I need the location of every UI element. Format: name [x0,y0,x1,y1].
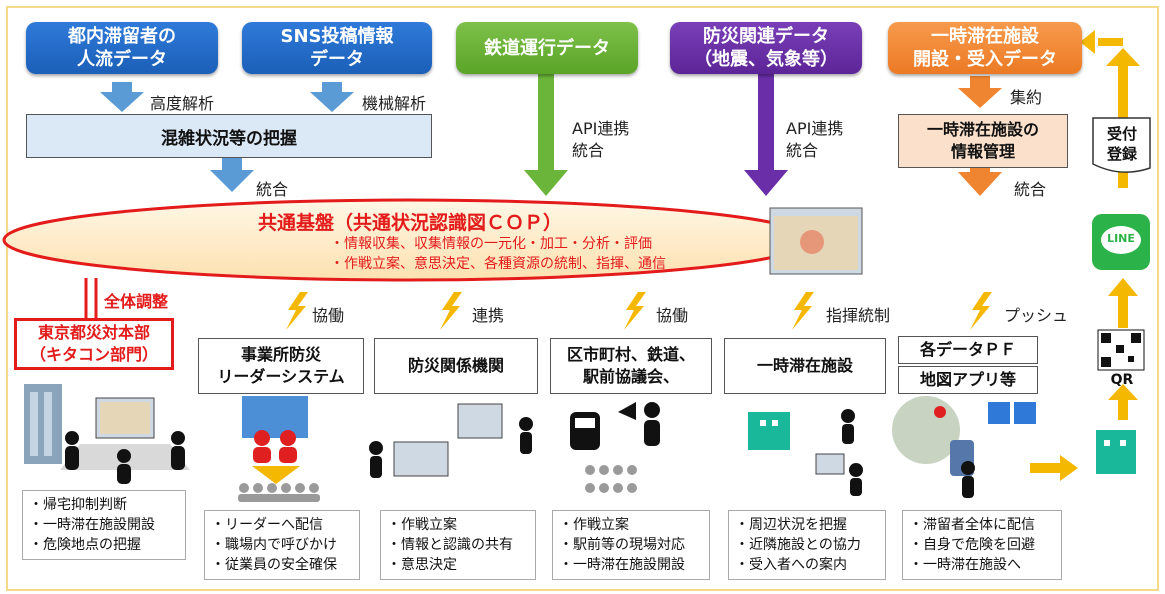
api-rail-line2: 統合 [572,141,605,160]
datapf-bullet-1: ・滞留者全体に配信 [909,517,1035,533]
reception-line2: 登録 [1106,145,1137,163]
api-rail-line1: API連携 [572,119,630,138]
facility-bullet-2: ・近隣施設との協力 [735,537,861,553]
link-label-5: プッシュ [1004,306,1069,325]
overall-coordination-label: 全体調整 [104,292,169,311]
business-bullet-1: ・リーダーへ配信 [211,517,323,533]
source-sns-line1: SNS投稿情報 [280,26,394,47]
source-rail: 鉄道運行データ [456,22,638,74]
panel-facility-line1: 一時滞在施設 [756,356,853,375]
panel-temporary-facility: 一時滞在施設 [724,338,886,394]
congestion-box: 混雑状況等の把握 [26,114,432,158]
tokyo-hq-box: 東京都災対本部 （キタコン部門） [14,318,174,370]
source-facility: 一時滞在施設 開設・受入データ [888,22,1082,74]
panel-business-leader: 事業所防災 リーダーシステム [198,338,364,394]
disaster-arrow [744,70,788,196]
hq-bullets: ・帰宅抑制判断 ・一時滞在施設開設 ・危険地点の把握 [22,490,186,560]
source-people-flow-line1: 都内滞留者の [68,26,176,47]
link-label-1: 協働 [312,306,345,325]
label-machine-analysis: 機械解析 [362,94,427,113]
facility-mgmt-line1: 一時滞在施設の [926,120,1039,139]
municipalities-bullet-1: ・作戦立案 [559,517,629,533]
facility-bullet-1: ・周辺状況を把握 [735,517,847,533]
panel-data-pf: 各データＰＦ [898,336,1038,364]
cop-title: 共通基盤（共通状況認識図ＣＯＰ） [257,212,562,234]
source-disaster: 防災関連データ （地震、気象等） [670,22,862,74]
business-bullets: ・リーダーへ配信 ・職場内で呼びかけ ・従業員の安全確保 [204,510,360,580]
hq-bullet-1: ・帰宅抑制判断 [29,497,127,513]
panel-map-apps: 地図アプリ等 [898,366,1038,394]
rail-arrow [524,70,568,196]
panel-municipalities-line2: 駅前協議会、 [582,367,679,386]
source-rail-line1: 鉄道運行データ [484,37,610,59]
hq-bullet-2: ・一時滞在施設開設 [29,517,155,533]
business-bullet-3: ・従業員の安全確保 [211,557,337,573]
qr-label: QR [1110,372,1134,388]
reception-line1: 受付 [1106,125,1137,143]
cop-line2: ・作戦立案、意思決定、各種資源の統制、指揮、通信 [330,256,666,272]
source-facility-line2: 開設・受入データ [913,49,1057,70]
agencies-bullet-1: ・作戦立案 [387,517,457,533]
cop-description: ・情報収集、収集情報の一元化・加工・分析・評価 ・作戦立案、意思決定、各種資源の… [330,234,666,274]
panel-municipalities: 区市町村、鉄道、 駅前協議会、 [550,338,712,394]
municipalities-bullet-3: ・一時滞在施設開設 [559,557,685,573]
panel-business-line1: 事業所防災 [240,345,321,364]
source-disaster-line1: 防災関連データ [703,26,829,47]
municipalities-bullet-2: ・駅前等の現場対応 [559,537,685,553]
panel-disaster-agencies: 防災関係機関 [374,338,538,394]
outer-frame [6,6,1159,591]
municipalities-bullets: ・作戦立案 ・駅前等の現場対応 ・一時滞在施設開設 [552,510,710,580]
datapf-bullet-2: ・自身で危険を回避 [909,537,1035,553]
source-people-flow-line2: 人流データ [77,49,167,70]
facility-bullets: ・周辺状況を把握 ・近隣施設との協力 ・受入者への案内 [728,510,886,580]
label-api-rail: API連携 統合 [572,118,629,162]
source-sns-line2: データ [310,49,364,70]
source-people-flow: 都内滞留者の 人流データ [26,22,218,74]
facility-mgmt-box: 一時滞在施設の 情報管理 [898,114,1068,168]
label-integration-right: 統合 [1014,180,1047,199]
source-facility-line1: 一時滞在施設 [931,26,1039,47]
api-disaster-line2: 統合 [786,141,819,160]
facility-mgmt-line2: 情報管理 [950,142,1015,161]
hq-bullet-3: ・危険地点の把握 [29,537,141,553]
link-label-2: 連携 [472,306,505,325]
panel-business-line2: リーダーシステム [217,367,345,386]
agencies-bullet-3: ・意思決定 [387,557,457,573]
tokyo-hq-line2: （キタコン部門） [29,345,158,364]
panel-agencies-line1: 防災関係機関 [407,356,504,375]
facility-bullet-3: ・受入者への案内 [735,557,847,573]
link-label-4: 指揮統制 [826,306,891,325]
agencies-bullets: ・作戦立案 ・情報と認識の共有 ・意思決定 [380,510,536,580]
business-bullet-2: ・職場内で呼びかけ [211,537,337,553]
agencies-bullet-2: ・情報と認識の共有 [387,537,513,553]
datapf-bullet-3: ・一時滞在施設へ [909,557,1021,573]
label-integration-left: 統合 [256,180,289,199]
label-aggregation: 集約 [1010,88,1043,107]
source-sns: SNS投稿情報 データ [242,22,432,74]
datapf-bullets: ・滞留者全体に配信 ・自身で危険を回避 ・一時滞在施設へ [902,510,1062,580]
tokyo-hq-line1: 東京都災対本部 [37,323,150,342]
line-app-icon: LINE [1107,232,1135,245]
cop-line1: ・情報収集、収集情報の一元化・加工・分析・評価 [330,236,652,252]
panel-municipalities-line1: 区市町村、鉄道、 [566,345,695,364]
link-label-3: 協働 [656,306,689,325]
label-api-disaster: API連携 統合 [786,118,843,162]
reception-label: 受付 登録 [1100,124,1144,164]
source-disaster-line2: （地震、気象等） [694,49,838,70]
api-disaster-line1: API連携 [786,119,844,138]
label-advanced-analysis: 高度解析 [150,94,215,113]
